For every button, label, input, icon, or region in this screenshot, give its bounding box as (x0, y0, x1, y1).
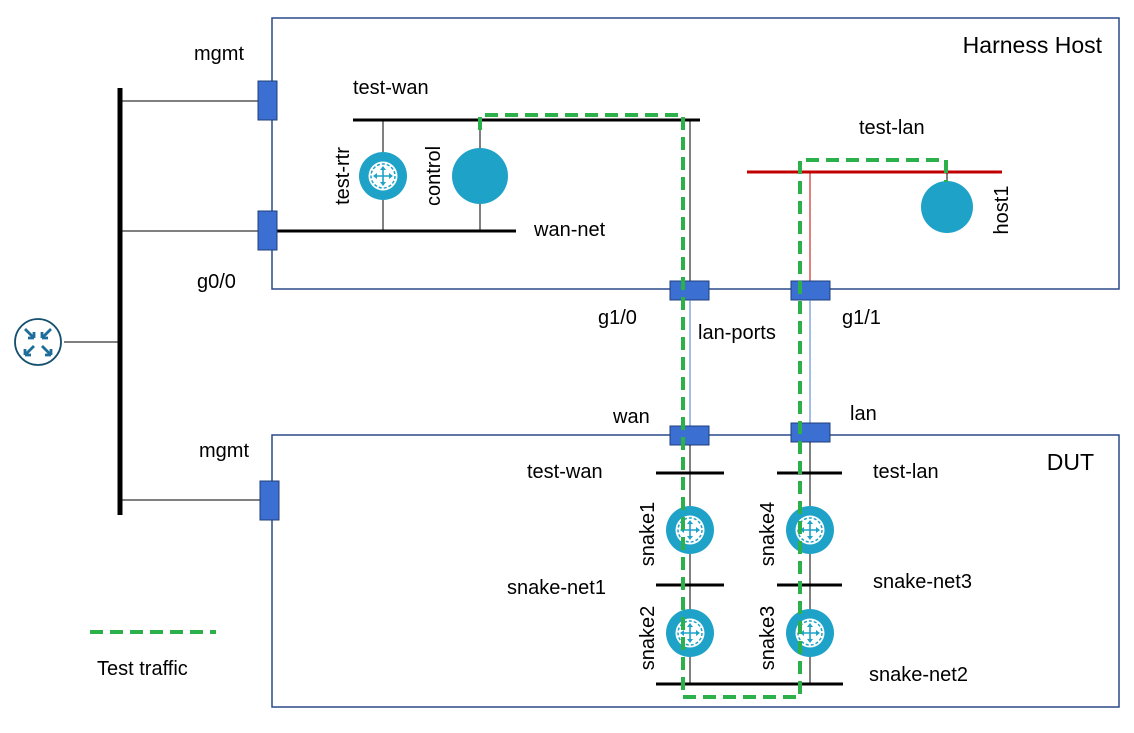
mgmt-host-label: mgmt (194, 43, 244, 65)
control-node-icon (452, 148, 508, 204)
snake3-label: snake3 (757, 606, 779, 671)
snake3-router-icon (785, 608, 835, 658)
snake4-router-icon (785, 505, 835, 555)
mgmt-dut-label: mgmt (199, 440, 249, 462)
g1-1-label: g1/1 (842, 307, 881, 329)
snake4-label: snake4 (757, 502, 779, 567)
dut-test-wan-label: test-wan (527, 461, 603, 483)
snake1-router-icon (665, 505, 715, 555)
harness-host-box (271, 17, 1120, 290)
g1-1-port (790, 280, 831, 301)
mgmt-dut-port (259, 480, 280, 521)
test-traffic-path (478, 113, 948, 699)
router-icon (14, 318, 62, 366)
snake2-label: snake2 (637, 606, 659, 671)
test-rtr-router-icon (358, 151, 408, 201)
dut-test-lan-label: test-lan (873, 461, 939, 483)
test-wan-label: test-wan (353, 77, 429, 99)
dut-title: DUT (1047, 449, 1094, 475)
dut-box (271, 434, 1120, 708)
host1-label: host1 (991, 186, 1013, 235)
g0-0-label: g0/0 (197, 271, 236, 293)
snake2-router-icon (665, 608, 715, 658)
test-lan-label: test-lan (859, 117, 925, 139)
harness-host-title: Harness Host (963, 32, 1103, 58)
snake-net3-label: snake-net3 (873, 571, 972, 593)
snake1-label: snake1 (637, 502, 659, 567)
g1-0-port (669, 280, 710, 301)
g1-0-label: g1/0 (598, 307, 637, 329)
mgmt-host-port (257, 80, 278, 121)
test-rtr-label: test-rtr (332, 147, 354, 205)
wan-net-label: wan-net (533, 219, 606, 241)
lan-ports-label: lan-ports (698, 322, 776, 344)
host1-node-icon (921, 181, 973, 233)
lan-port (790, 422, 831, 443)
control-label: control (423, 146, 445, 206)
wan-port (669, 425, 710, 446)
legend-traffic-label: Test traffic (97, 658, 188, 680)
lan-port-label: lan (850, 403, 877, 425)
g0-0-port (257, 210, 278, 251)
snake-net2-label: snake-net2 (869, 664, 968, 686)
wan-port-label: wan (612, 406, 650, 428)
snake-net1-label: snake-net1 (507, 577, 606, 599)
